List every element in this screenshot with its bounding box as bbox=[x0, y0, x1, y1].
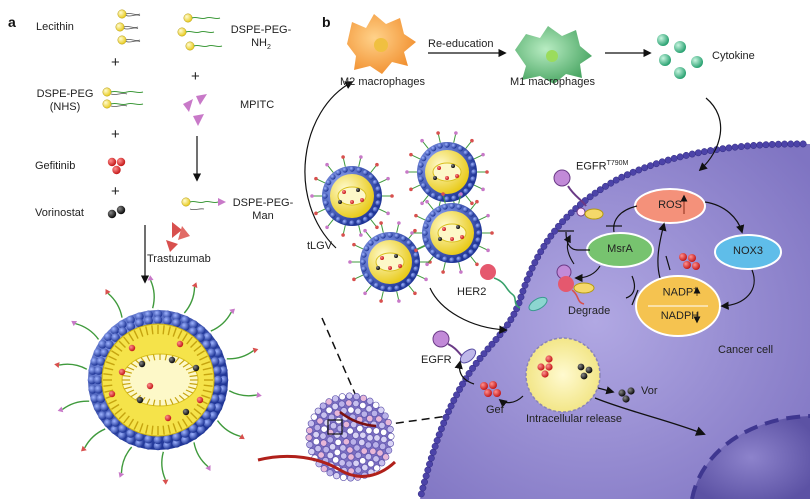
intracellular-release-label: Intracellular release bbox=[526, 413, 622, 425]
dspe-peg-nhs-line2: (NHS) bbox=[49, 101, 81, 113]
nadp-label: NADP+ bbox=[652, 286, 708, 299]
dspe-peg-nh2-label: DSPE-PEG- NH2 bbox=[226, 24, 296, 54]
nanoparticle-large bbox=[54, 275, 262, 485]
nadph-label: NADPH bbox=[660, 310, 700, 322]
vorinostat-label: Vorinostat bbox=[35, 207, 84, 219]
vor-label: Vor bbox=[641, 385, 658, 397]
dspe-peg-nh2-line2: NH bbox=[251, 37, 267, 49]
mpitc-label: MPITC bbox=[240, 99, 275, 111]
egfr-label: EGFR bbox=[421, 354, 452, 366]
m2-macrophages-label: M2 macrophages bbox=[340, 76, 425, 88]
cytokine-label: Cytokine bbox=[712, 50, 755, 62]
cancer-cell-label: Cancer cell bbox=[718, 344, 774, 356]
dspe-peg-man-line1: DSPE-PEG- bbox=[232, 197, 294, 209]
her2-label: HER2 bbox=[457, 286, 487, 298]
dspe-peg-nhs-line1: DSPE-PEG bbox=[36, 88, 94, 100]
panel-label-b: b bbox=[322, 14, 331, 30]
m1-macrophages-label: M1 macrophages bbox=[510, 76, 595, 88]
panel-label-a: a bbox=[8, 14, 16, 30]
dspe-peg-man-label: DSPE-PEG- Man bbox=[228, 197, 298, 223]
plus-sign: + bbox=[111, 54, 120, 71]
dspe-peg-nh2-subscript: 2 bbox=[266, 44, 271, 52]
panel-b-artwork bbox=[257, 14, 810, 499]
nadp-superscript: + bbox=[693, 286, 698, 293]
dspe-peg-nhs-label: DSPE-PEG (NHS) bbox=[30, 88, 100, 114]
egfr-t790m-text: EGFR bbox=[576, 160, 607, 173]
re-education-label: Re-education bbox=[428, 38, 494, 50]
dspe-peg-man-line2: Man bbox=[252, 210, 274, 222]
ros-label: ROS bbox=[658, 199, 682, 211]
lecithin-label: Lecithin bbox=[36, 21, 74, 33]
nox3-label: NOX3 bbox=[733, 245, 763, 257]
tlgv-label: tLGV bbox=[307, 240, 333, 252]
nadp-text: NADP bbox=[662, 286, 694, 299]
msra-label: MsrA bbox=[607, 243, 633, 255]
gefitinib-label: Gefitinib bbox=[35, 160, 76, 172]
degrade-label: Degrade bbox=[568, 305, 611, 317]
panel-a-artwork bbox=[54, 9, 262, 485]
egfr-t790m-superscript: T790M bbox=[606, 160, 629, 167]
plus-sign: + bbox=[111, 183, 120, 200]
dspe-peg-nh2-line1: DSPE-PEG- bbox=[230, 24, 292, 36]
plus-sign: + bbox=[111, 126, 120, 143]
trastuzumab-label: Trastuzumab bbox=[147, 253, 211, 265]
gef-label: Gef bbox=[486, 404, 504, 416]
plus-sign: + bbox=[191, 68, 200, 85]
egfr-t790m-label: EGFRT790M bbox=[576, 160, 628, 173]
